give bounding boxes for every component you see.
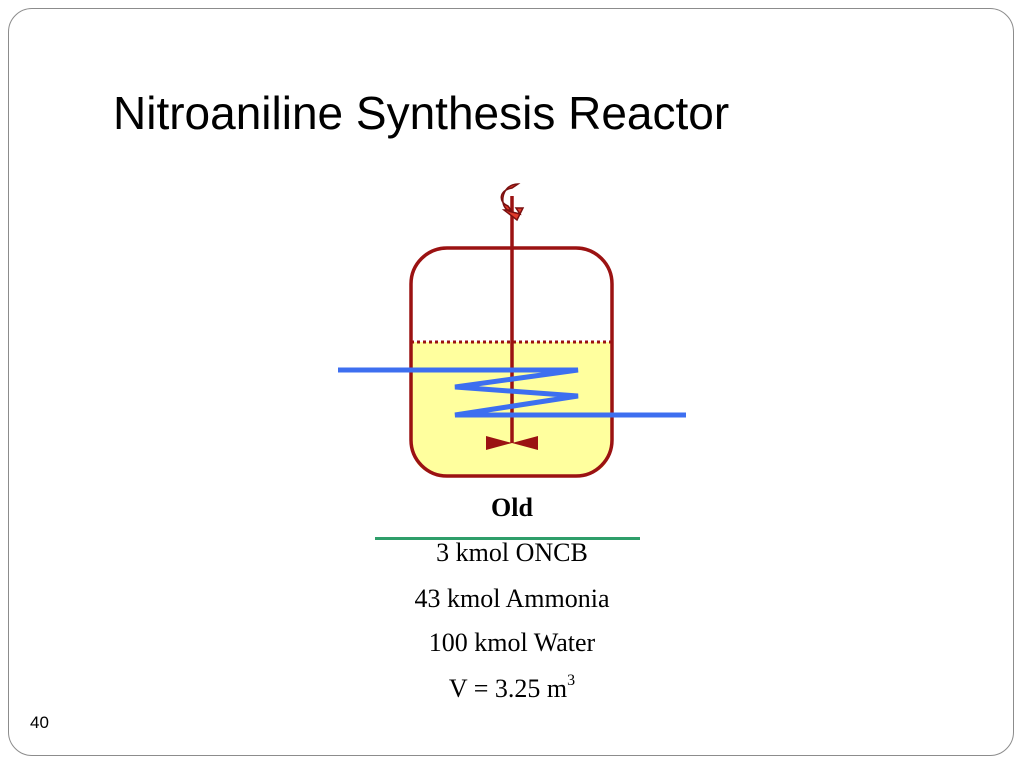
content-oncb: 3 kmol ONCB bbox=[436, 538, 588, 567]
content-ammonia: 43 kmol Ammonia bbox=[414, 584, 610, 613]
content-water: 100 kmol Water bbox=[428, 628, 596, 657]
reactor-label: Old bbox=[491, 493, 533, 522]
rotation-arrow-icon bbox=[500, 183, 525, 222]
reactor-volume: V = 3.25 m3 bbox=[362, 672, 662, 704]
volume-text: V = 3.25 m bbox=[448, 674, 568, 703]
page-number: 40 bbox=[30, 713, 49, 732]
volume-exponent: 3 bbox=[567, 672, 576, 689]
impeller-icon bbox=[486, 436, 538, 450]
cooling-coil-icon bbox=[338, 367, 686, 418]
slide-frame bbox=[8, 8, 1014, 756]
caption-divider bbox=[375, 537, 640, 540]
slide-title: Nitroaniline Synthesis Reactor bbox=[113, 87, 730, 139]
